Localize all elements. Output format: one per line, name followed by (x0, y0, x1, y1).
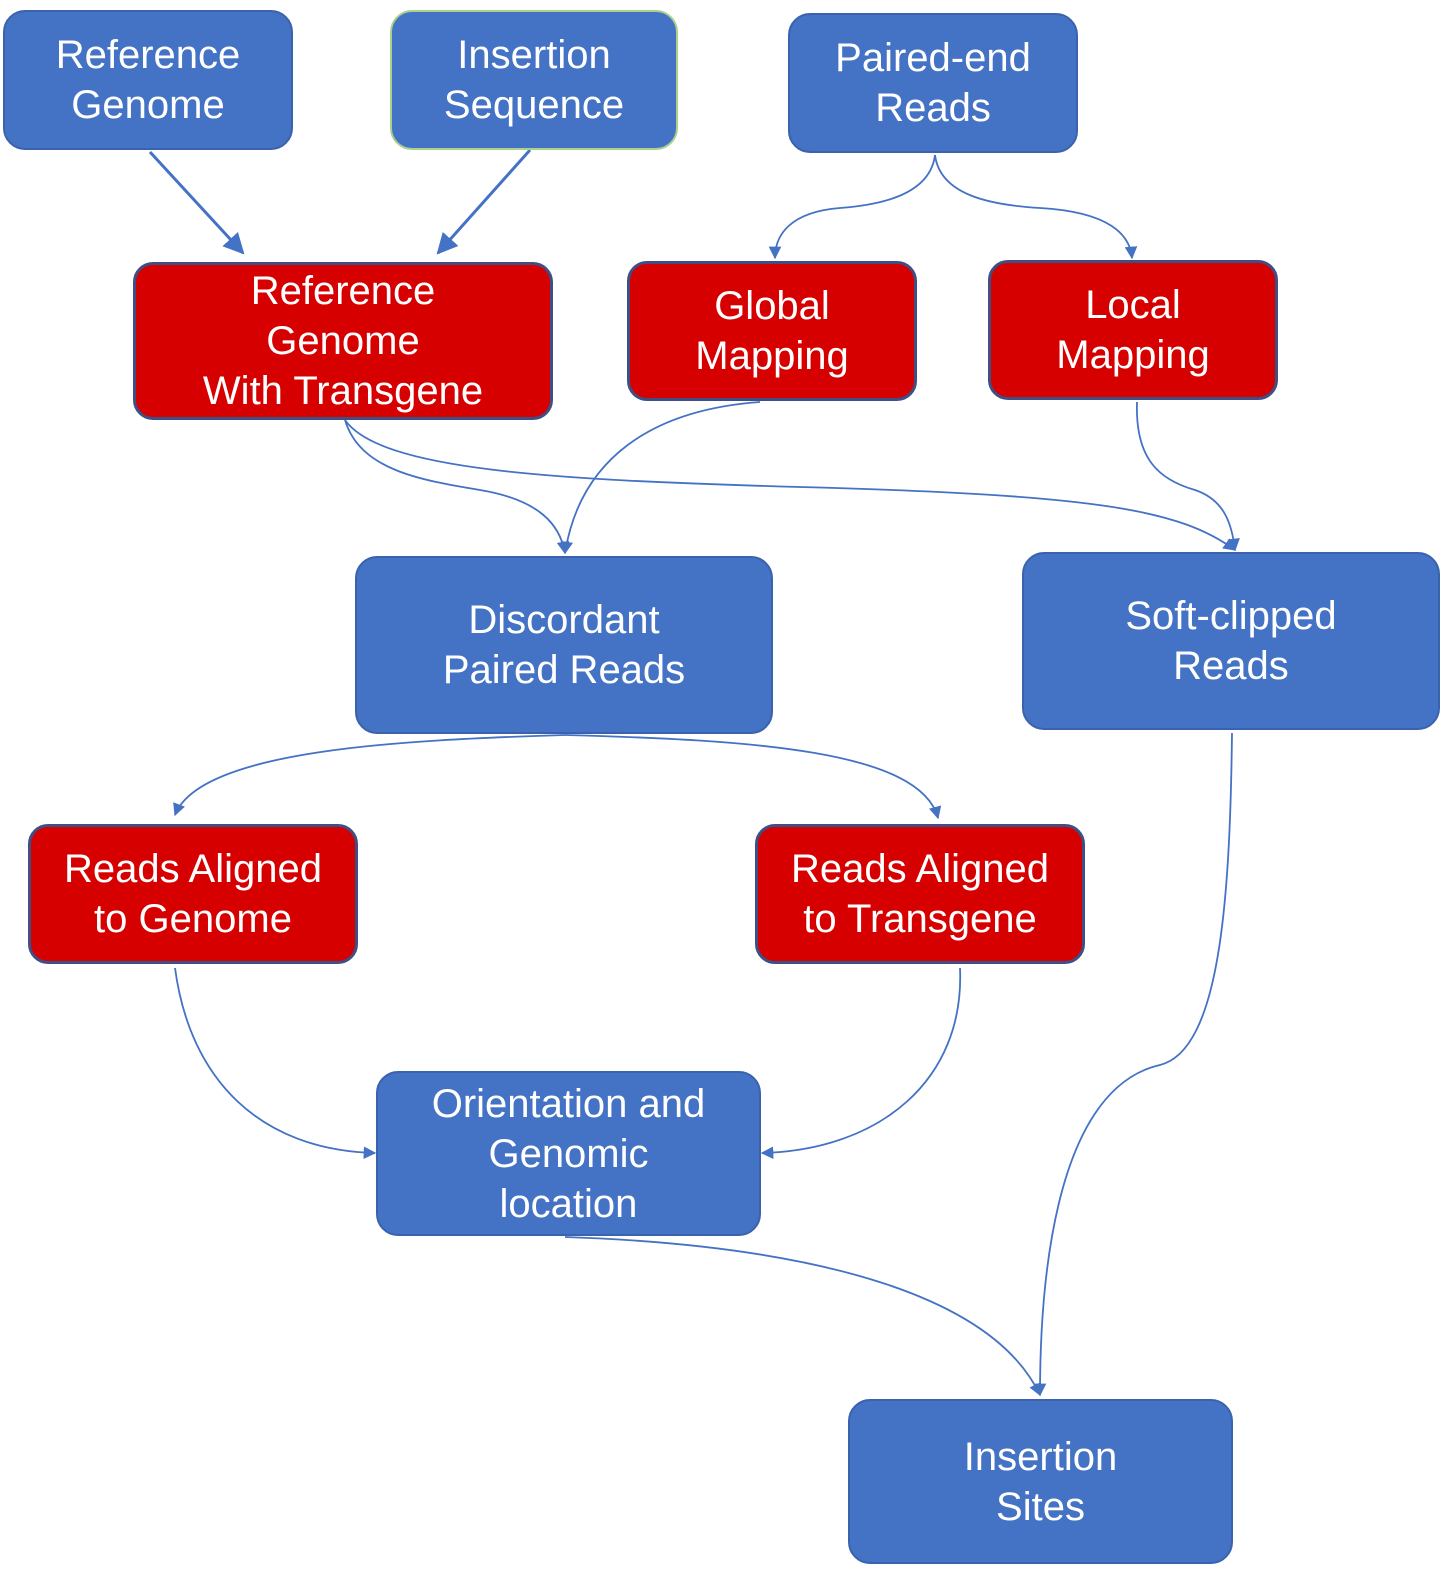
node-reads-aligned-to-transgene: Reads Aligned to Transgene (755, 824, 1085, 964)
edge-paired-end-to-global-mapping (768, 154, 936, 260)
edge-transgene-to-orientation (760, 967, 961, 1160)
node-reference-genome-with-transgene: Reference Genome With Transgene (133, 262, 553, 420)
node-label: Orientation and Genomic location (431, 1081, 706, 1226)
edge-discordant-to-genome (173, 734, 566, 817)
edge-paired-end-to-local-mapping (934, 154, 1138, 260)
edge-soft-clipped-to-insertion-sites (1033, 732, 1233, 1397)
node-label: Local Mapping (1056, 283, 1210, 377)
node-insertion-sequence: Insertion Sequence (390, 10, 678, 150)
node-reads-aligned-to-genome: Reads Aligned to Genome (28, 824, 358, 964)
node-label: Reference Genome (55, 33, 241, 127)
node-label: Reads Aligned to Genome (64, 847, 322, 941)
node-soft-clipped-reads: Soft-clipped Reads (1022, 552, 1440, 730)
edge-transgene-to-discordant (344, 419, 570, 555)
edge-local-to-soft-clipped (1136, 401, 1240, 552)
node-label: Insertion Sites (963, 1434, 1118, 1529)
node-discordant-paired-reads: Discordant Paired Reads (355, 556, 773, 734)
edge-global-to-discordant (560, 401, 761, 555)
edge-discordant-to-transgene (564, 734, 942, 820)
node-label: Insertion Sequence (443, 33, 625, 127)
edge-orientation-to-insertion-sites (564, 1236, 1041, 1397)
edge-reference-genome-to-transgene (148, 150, 245, 255)
edge-insertion-sequence-to-transgene (436, 149, 532, 255)
node-label: Reads Aligned to Transgene (791, 847, 1049, 941)
node-label: Discordant Paired Reads (442, 598, 686, 692)
node-insertion-sites: Insertion Sites (848, 1399, 1233, 1564)
node-orientation-genomic-location: Orientation and Genomic location (376, 1071, 761, 1236)
node-reference-genome: Reference Genome (3, 10, 293, 150)
node-global-mapping: Global Mapping (627, 261, 917, 401)
node-label: Soft-clipped Reads (1125, 594, 1337, 688)
edge-genome-to-orientation (174, 967, 377, 1159)
node-paired-end-reads: Paired-end Reads (788, 13, 1078, 153)
node-label: Reference Genome With Transgene (202, 269, 484, 413)
node-local-mapping: Local Mapping (988, 260, 1278, 400)
node-label: Paired-end Reads (835, 36, 1031, 130)
edge-transgene-to-soft-clipped (344, 419, 1237, 551)
node-label: Global Mapping (695, 284, 849, 378)
